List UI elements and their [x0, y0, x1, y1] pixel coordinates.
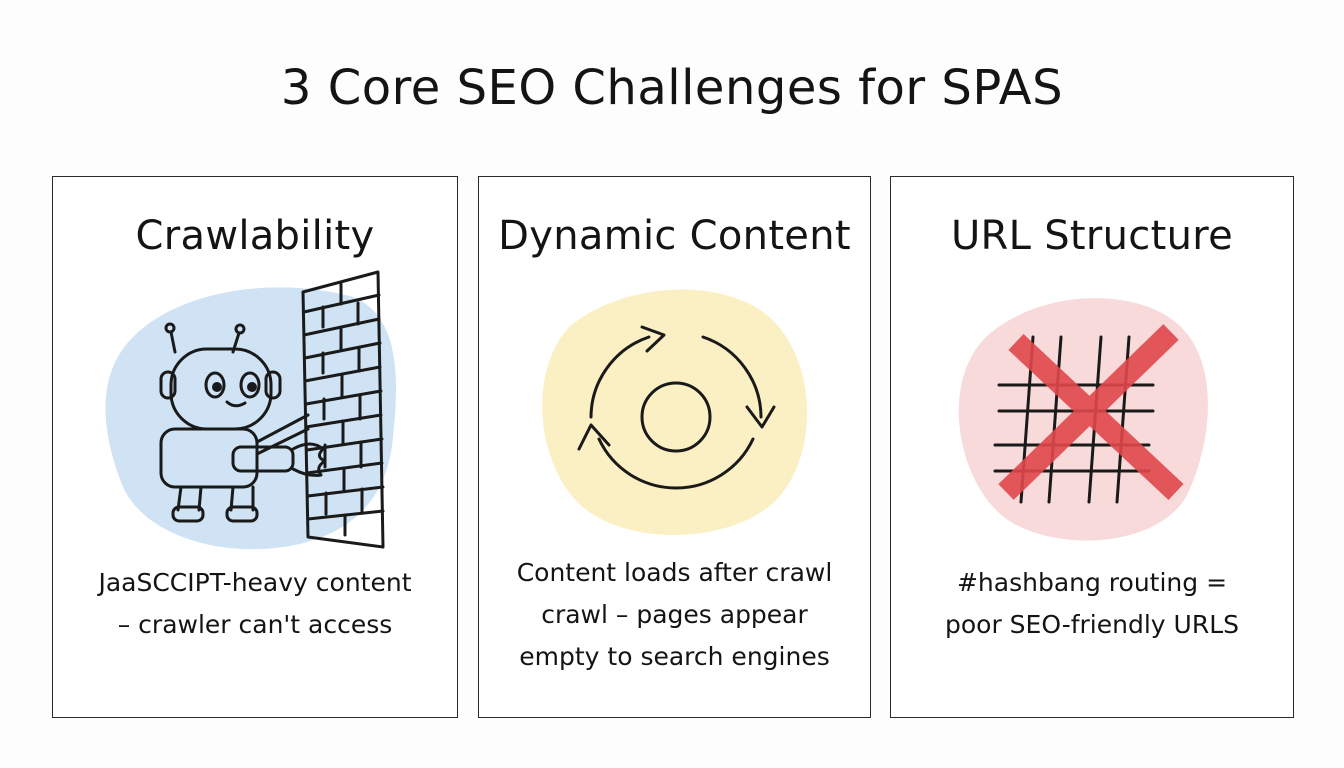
description-line: – crawler can't access — [117, 610, 393, 639]
red-cross-mark — [998, 324, 1184, 501]
robot — [159, 322, 327, 523]
brick-wall — [301, 270, 385, 549]
page-title: 3 Core SEO Challenges for SPAS — [280, 60, 1064, 116]
crossed-out-hashtag-icon — [958, 298, 1208, 541]
description-line: crawl – pages appear — [541, 600, 808, 629]
card-crawlability: Crawlability — [52, 176, 458, 718]
card-title-crawlability: Crawlability — [135, 213, 375, 259]
card-dynamic-content: Dynamic Content Content loads after craw… — [478, 176, 871, 718]
card-description-dynamic-content: Content loads after crawl crawl – pages … — [479, 552, 870, 678]
robot-blocked-by-brick-wall-icon — [105, 270, 397, 550]
refresh-arrows — [577, 325, 776, 490]
description-line: Content loads after crawl — [516, 558, 833, 587]
description-line: poor SEO-friendly URLS — [944, 610, 1240, 639]
card-url-structure: URL Structure #hashbang routing = poor S… — [890, 176, 1294, 718]
description-line: #hashbang routing = — [956, 568, 1228, 597]
refresh-cycle-icon — [542, 289, 808, 535]
card-title-dynamic-content: Dynamic Content — [498, 213, 851, 259]
description-line: empty to search engines — [519, 642, 830, 671]
card-title-url-structure: URL Structure — [950, 213, 1234, 259]
card-description-url-structure: #hashbang routing = poor SEO-friendly UR… — [891, 562, 1293, 646]
yellow-blob — [542, 289, 808, 535]
card-description-crawlability: JaaSCCIPT-heavy content – crawler can't … — [53, 562, 457, 646]
description-line: JaaSCCIPT-heavy content — [98, 568, 412, 597]
